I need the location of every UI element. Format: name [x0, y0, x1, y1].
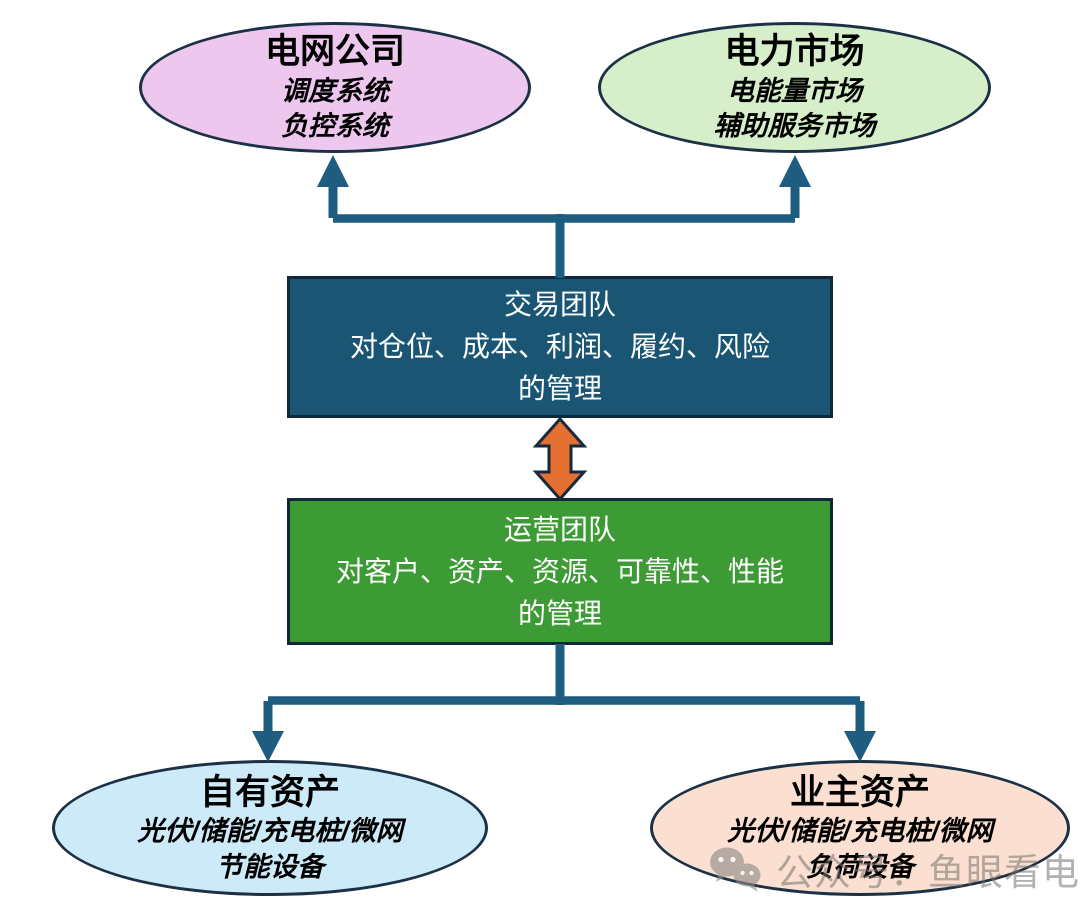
node-trading-team-line-1: 交易团队 [503, 289, 616, 320]
node-power-market-sub-2: 辅助服务市场 [713, 111, 876, 142]
node-power-market: 电力市场 电能量市场 辅助服务市场 [598, 22, 991, 153]
edge-trading-arrowheads [317, 155, 811, 187]
node-power-market-sub-1: 电能量市场 [727, 75, 862, 106]
node-trading-team-line-2: 对仓位、成本、利润、履约、风险 [349, 331, 770, 362]
edge-trading-operations-double-arrow [532, 416, 588, 502]
node-grid-company: 电网公司 调度系统 负控系统 [139, 22, 531, 153]
node-grid-company-sub-2: 负控系统 [281, 111, 389, 142]
node-trading-team-line-3: 的管理 [517, 373, 602, 404]
wechat-icon [710, 847, 761, 892]
node-operations-team-line-2: 对客户、资产、资源、可靠性、性能 [335, 555, 784, 587]
node-operations-team-line-1: 运营团队 [503, 513, 616, 545]
node-own-assets: 自有资产 光伏/储能/充电桩/微网 节能设备 [52, 760, 488, 896]
node-grid-company-sub-1: 调度系统 [281, 75, 389, 106]
node-own-assets-sub-1: 光伏/储能/充电桩/微网 [137, 816, 403, 847]
node-owner-assets-sub-1: 光伏/储能/充电桩/微网 [727, 816, 993, 847]
edge-trading-to-markets [328, 185, 800, 278]
watermark-text: 公众号：鱼眼看电改 [776, 852, 1080, 893]
node-power-market-title: 电力市场 [724, 32, 865, 71]
node-operations-team: 运营团队 对客户、资产、资源、可靠性、性能 的管理 [287, 498, 833, 645]
node-own-assets-title: 自有资产 [199, 772, 340, 812]
node-grid-company-title: 电网公司 [264, 32, 405, 71]
node-owner-assets-title: 业主资产 [789, 772, 930, 812]
node-operations-team-line-3: 的管理 [517, 597, 602, 629]
node-owner-assets-sub-2: 负荷设备 [806, 851, 914, 882]
watermark: 公众号：鱼眼看电改 [706, 842, 1080, 896]
edge-operations-arrowheads [252, 731, 876, 762]
node-trading-team: 交易团队 对仓位、成本、利润、履约、风险 的管理 [287, 276, 833, 418]
node-own-assets-sub-2: 节能设备 [216, 851, 324, 882]
edge-operations-to-assets [263, 644, 865, 733]
